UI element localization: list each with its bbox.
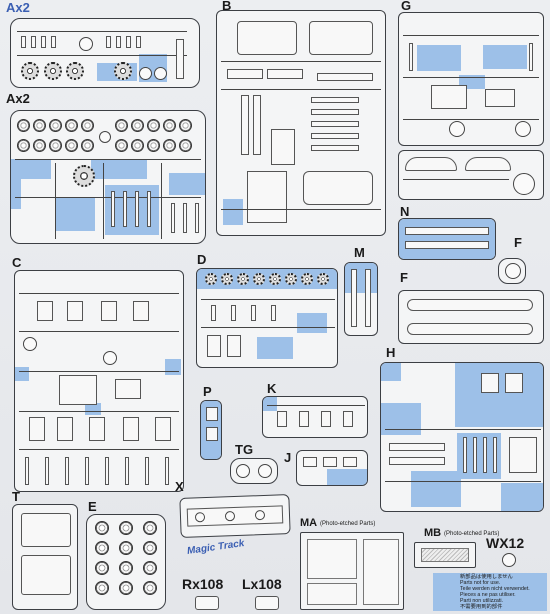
- label-f-large: F: [400, 270, 408, 285]
- label-x: X: [175, 479, 184, 494]
- sprue-d: [196, 268, 338, 368]
- sprue-f-small: [498, 258, 526, 284]
- legend-line-fr: Pieces a ne pas utiliser.: [460, 592, 516, 599]
- label-tg: TG: [235, 442, 254, 457]
- sprue-ax2-top: [10, 18, 200, 88]
- label-mb: MB: [424, 527, 442, 539]
- label-wx12: WX12: [486, 535, 525, 551]
- sprue-e: [86, 514, 166, 610]
- label-g: G: [401, 0, 412, 13]
- sprue-n: [398, 218, 496, 260]
- label-mb-sub: (Photo-etched Parts): [444, 531, 500, 537]
- legend-line-jp: 新部品は使用しません: [460, 574, 513, 580]
- label-e: E: [88, 499, 97, 514]
- sprue-x: [179, 494, 291, 538]
- sprue-tg: [230, 458, 278, 484]
- track-link-left: [255, 596, 279, 610]
- magic-track-logo: Magic Track: [186, 538, 246, 557]
- wx12-part: [502, 553, 516, 567]
- label-p: P: [203, 384, 212, 399]
- sprue-ax2-mid: [10, 110, 206, 244]
- legend-line-en: Parts not for use.: [460, 580, 501, 587]
- sprue-p: [200, 400, 222, 460]
- label-rx108: Rx108: [182, 576, 224, 592]
- label-f-small: F: [514, 235, 522, 250]
- label-c: C: [12, 255, 22, 270]
- label-b: B: [222, 0, 232, 13]
- label-d: D: [197, 252, 207, 267]
- legend-line-it: Parti non utilizzati.: [460, 598, 503, 605]
- fret-ma: [300, 532, 404, 610]
- label-ma-sub: (Photo-etched Parts): [320, 521, 376, 527]
- label-ma: MA: [300, 517, 318, 529]
- label-ax2-top: Ax2: [6, 0, 30, 15]
- sprue-g-lower: [398, 150, 544, 200]
- label-n: N: [400, 204, 410, 219]
- label-ax2-mid: Ax2: [6, 91, 30, 106]
- legend-text: 新部品は使用しません Parts not for use. Teile werd…: [460, 574, 530, 611]
- sprue-t: [12, 504, 78, 610]
- label-lx108: Lx108: [242, 576, 282, 592]
- label-k: K: [267, 381, 277, 396]
- sprue-g: [398, 12, 544, 146]
- legend-swatch: [433, 573, 547, 611]
- sprue-k: [262, 396, 368, 438]
- sprue-c: [14, 270, 184, 492]
- track-link-right: [195, 596, 219, 610]
- label-t: T: [12, 489, 20, 504]
- sprue-b: [216, 10, 386, 236]
- sprue-h: [380, 362, 544, 512]
- sprue-m: [344, 262, 378, 336]
- sprue-j: [296, 450, 368, 486]
- label-j: J: [284, 450, 292, 465]
- legend-line-de: Teile werden nicht verwendet.: [460, 586, 530, 593]
- label-h: H: [386, 345, 396, 360]
- label-m: M: [354, 245, 365, 260]
- sprue-f-large: [398, 290, 544, 344]
- legend-line-cn: 不需要用到的部件: [460, 604, 503, 611]
- fret-mb: [414, 542, 476, 568]
